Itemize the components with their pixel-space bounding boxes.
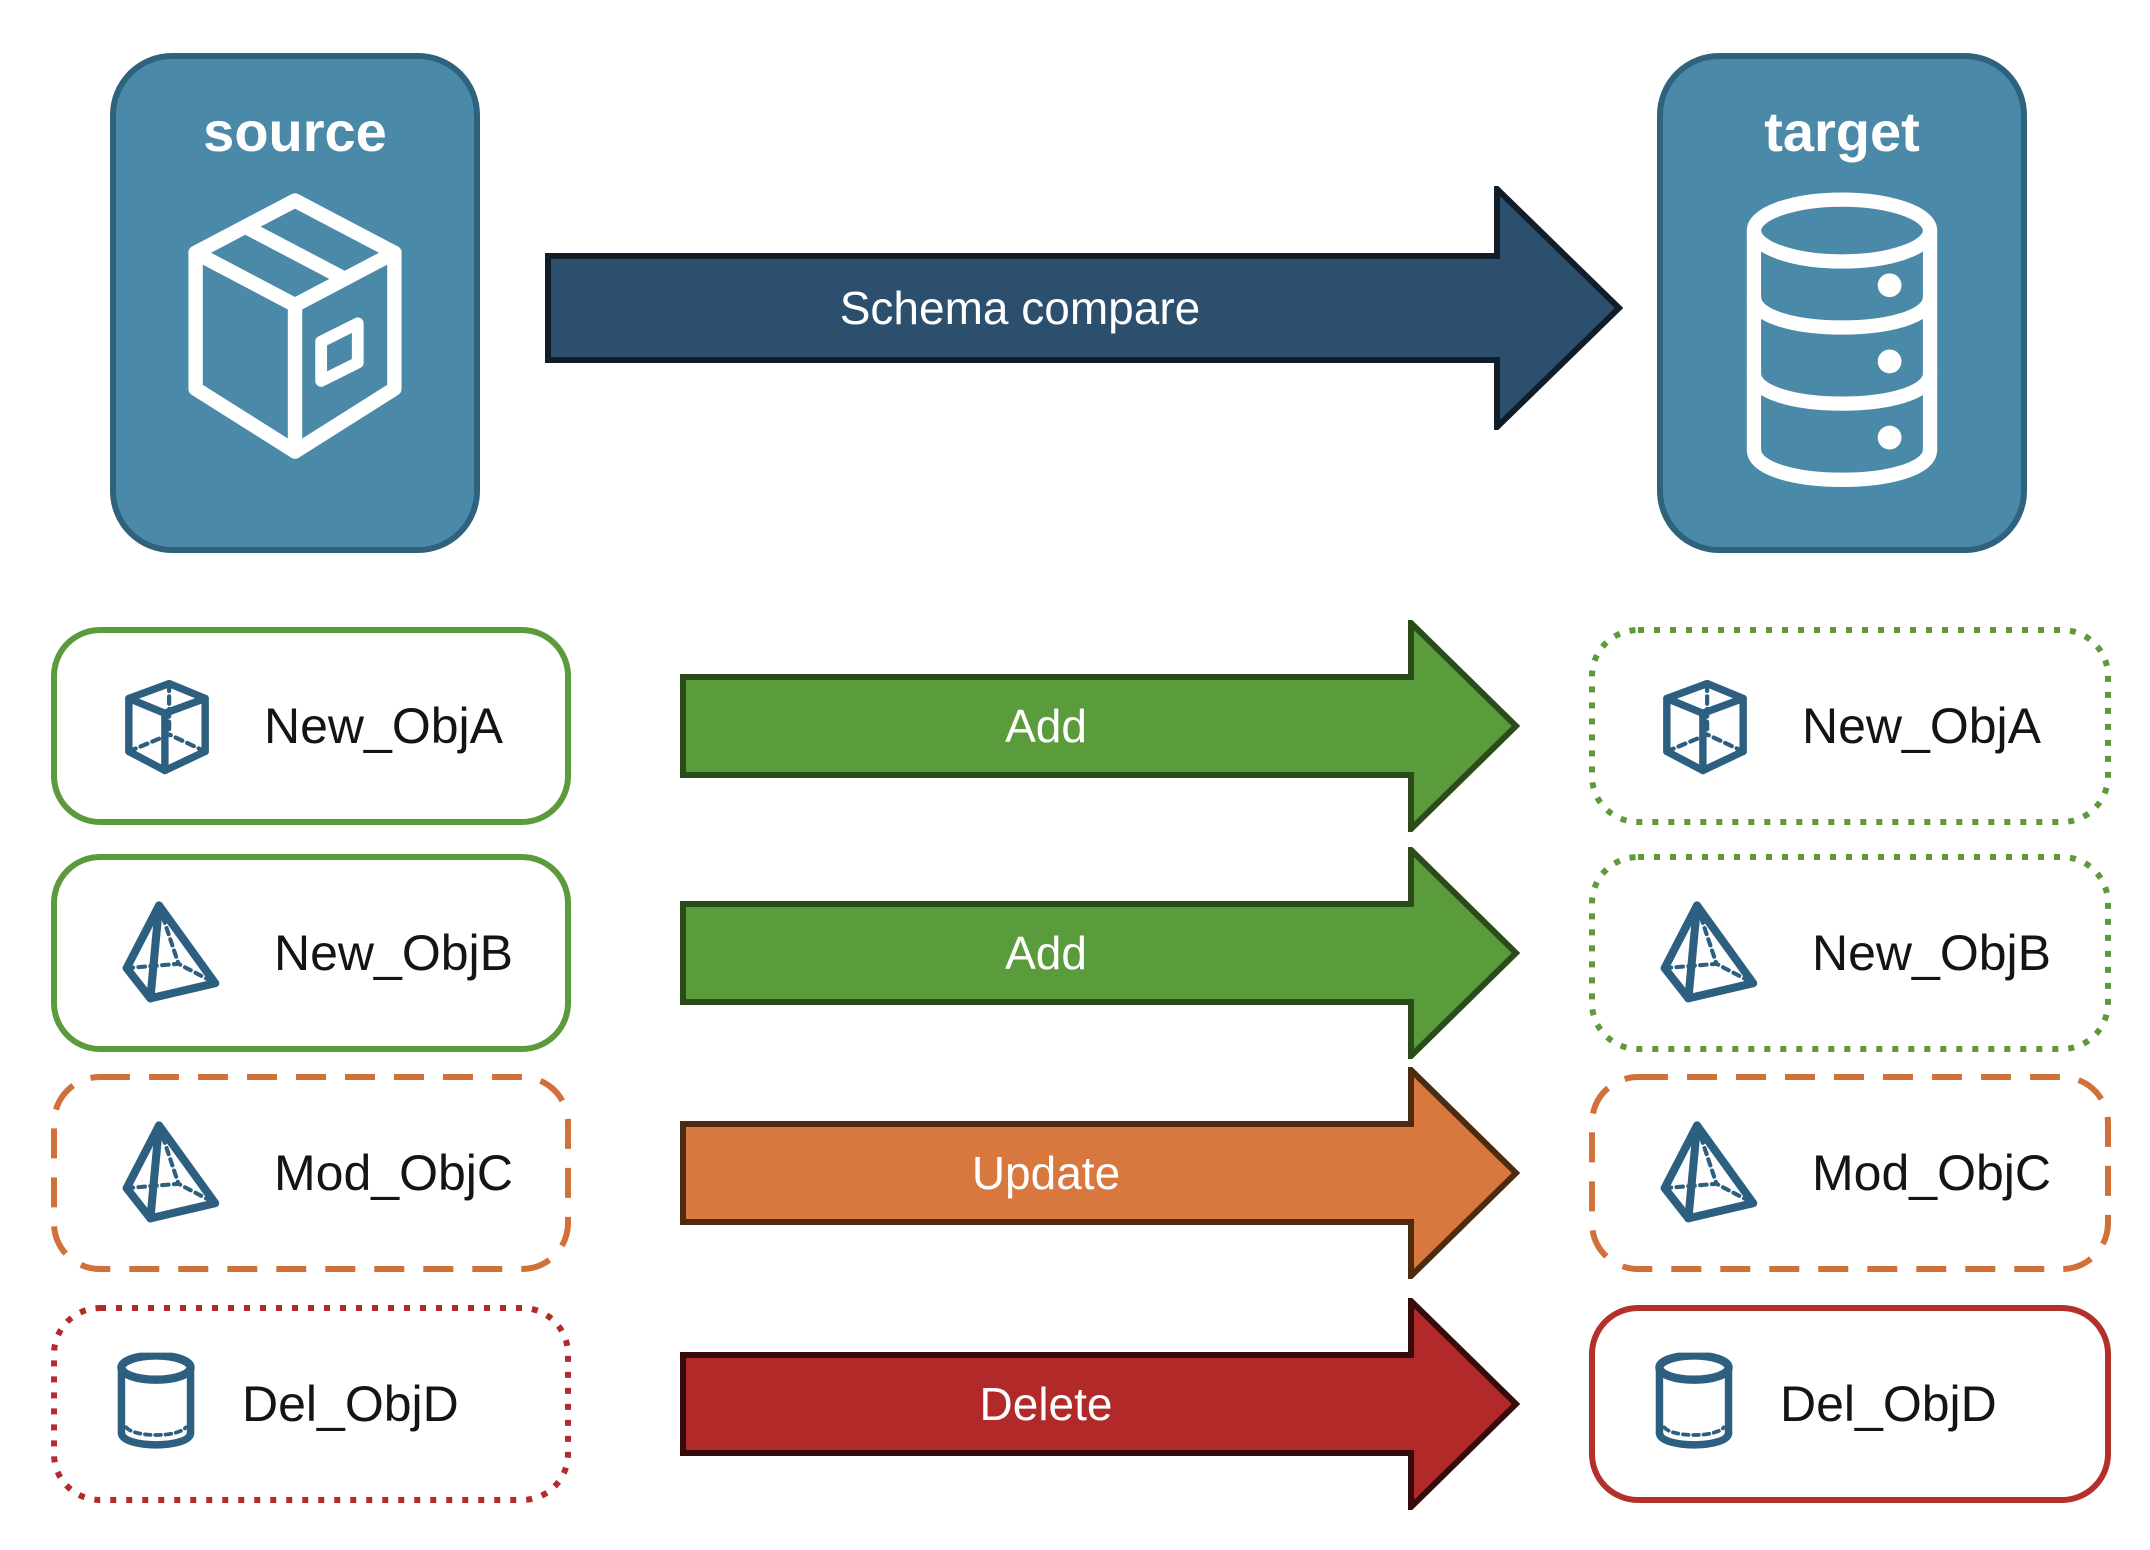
source-object-card-modobjc: Mod_ObjC xyxy=(50,1073,572,1273)
source-object-card-delobjd: Del_ObjD xyxy=(50,1304,572,1504)
pyramid-icon xyxy=(1652,899,1768,1007)
add-arrow-label: Add xyxy=(1005,700,1087,752)
card-border xyxy=(1589,1305,2111,1503)
target-object-card-newobja: New_ObjA xyxy=(1588,626,2112,826)
object-label: Del_ObjD xyxy=(1780,1376,1997,1432)
pyramid-icon xyxy=(114,899,230,1007)
add-arrow-label: Add xyxy=(1005,927,1087,979)
source-object-card-newobjb: New_ObjB xyxy=(50,853,572,1053)
object-label: New_ObjA xyxy=(264,698,503,754)
add-arrow xyxy=(680,847,1520,1059)
cylinder-icon xyxy=(1652,1352,1736,1456)
object-label: New_ObjA xyxy=(1802,698,2041,754)
object-label: New_ObjB xyxy=(1812,925,2051,981)
add-arrow-shape xyxy=(680,620,1520,832)
object-label: New_ObjB xyxy=(274,925,513,981)
package-icon xyxy=(164,190,426,462)
card-border xyxy=(1589,627,2111,825)
object-label: Mod_ObjC xyxy=(1812,1145,2051,1201)
target-object-card-newobjb: New_ObjB xyxy=(1588,853,2112,1053)
object-label: Mod_ObjC xyxy=(274,1145,513,1201)
schema-compare-arrow xyxy=(545,186,1624,430)
pyramid-icon xyxy=(1652,1119,1768,1227)
schema-compare-label: Schema compare xyxy=(839,282,1201,334)
object-label: Del_ObjD xyxy=(242,1376,459,1432)
update-arrow-label: Update xyxy=(971,1147,1121,1199)
pyramid-icon xyxy=(114,1119,230,1227)
schema-compare-arrow-shape xyxy=(545,186,1624,430)
target-title: target xyxy=(1764,100,1920,163)
target-node: target xyxy=(1657,53,2027,553)
card-border xyxy=(1589,1074,2111,1272)
source-title: source xyxy=(203,100,387,163)
cube-icon xyxy=(1652,673,1758,779)
source-object-card-newobja: New_ObjA xyxy=(50,626,572,826)
database-icon xyxy=(1723,190,1961,490)
add-arrow-shape xyxy=(680,847,1520,1059)
delete-arrow xyxy=(680,1298,1520,1510)
target-object-card-modobjc: Mod_ObjC xyxy=(1588,1073,2112,1273)
target-object-card-delobjd: Del_ObjD xyxy=(1588,1304,2112,1504)
card-border xyxy=(51,627,571,825)
cube-icon xyxy=(114,673,220,779)
card-border xyxy=(51,1305,571,1503)
delete-arrow-shape xyxy=(680,1298,1520,1510)
card-border xyxy=(51,1074,571,1272)
source-node: source xyxy=(110,53,480,553)
update-arrow xyxy=(680,1067,1520,1279)
delete-arrow-label: Delete xyxy=(979,1378,1113,1430)
cylinder-icon xyxy=(114,1352,198,1456)
card-border xyxy=(51,854,571,1052)
add-arrow xyxy=(680,620,1520,832)
update-arrow-shape xyxy=(680,1067,1520,1279)
card-border xyxy=(1589,854,2111,1052)
